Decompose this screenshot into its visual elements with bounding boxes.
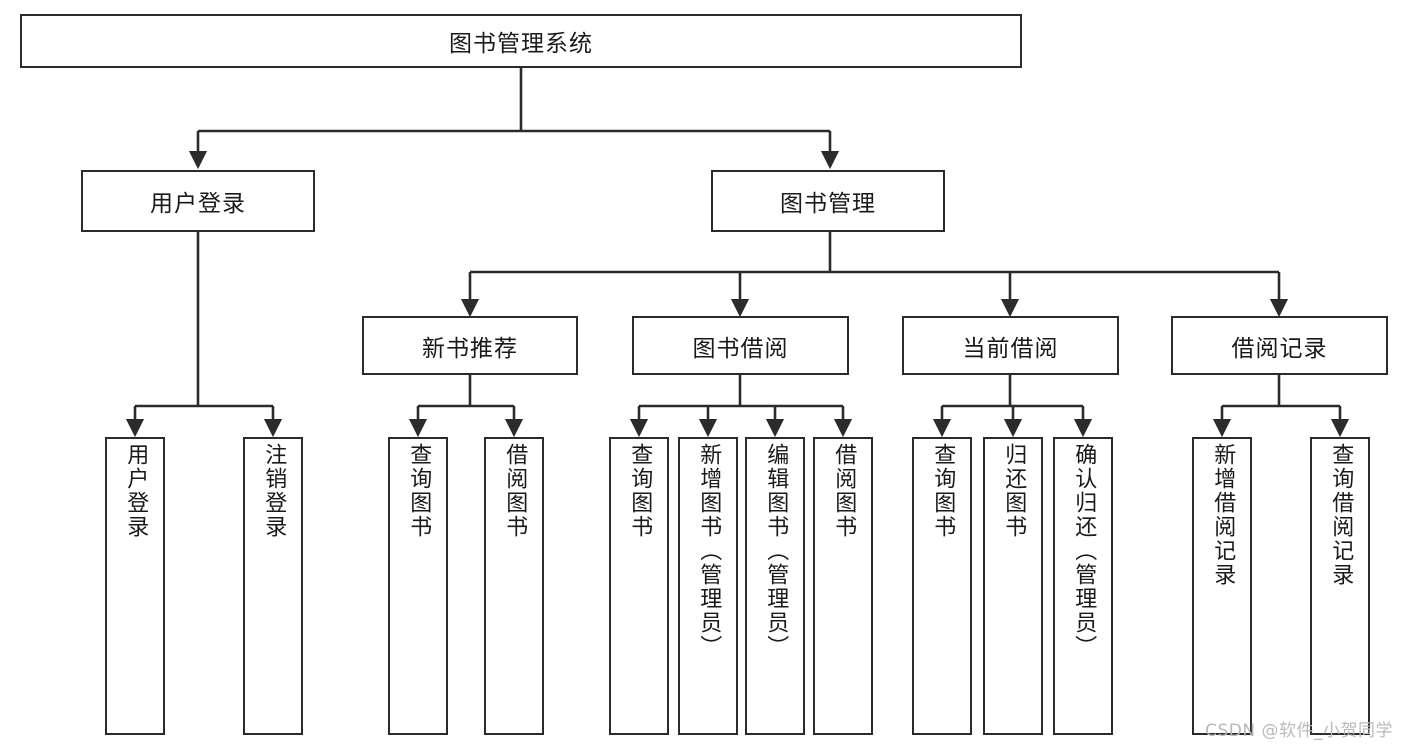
node-root[interactable]: 图书管理系统: [20, 14, 1022, 68]
node-new-book-recommend[interactable]: 新书推荐: [362, 316, 578, 375]
leaf-query-borrow-record[interactable]: 查询借阅记录: [1310, 437, 1370, 735]
watermark-text: CSDN @软件_小贺同学: [1205, 721, 1393, 741]
leaf-return-book-label: 归还图书: [1001, 443, 1027, 539]
leaf-user-logout-label: 注销登录: [261, 443, 287, 539]
leaf-current-query-book-label: 查询图书: [930, 443, 956, 539]
leaf-query-borrow-record-label: 查询借阅记录: [1328, 443, 1354, 587]
leaf-user-logout[interactable]: 注销登录: [243, 437, 303, 735]
node-user-login[interactable]: 用户登录: [81, 170, 315, 232]
node-current-borrow-label: 当前借阅: [962, 335, 1059, 362]
leaf-recommend-query-book-label: 查询图书: [406, 443, 432, 539]
leaf-recommend-borrow-book[interactable]: 借阅图书: [484, 437, 544, 735]
leaf-borrow-query-book[interactable]: 查询图书: [609, 437, 669, 735]
node-borrow-record-label: 借阅记录: [1231, 335, 1328, 362]
leaf-borrow-query-book-label: 查询图书: [627, 443, 653, 539]
node-book-management[interactable]: 图书管理: [711, 170, 945, 232]
leaf-return-book[interactable]: 归还图书: [983, 437, 1043, 735]
leaf-add-book-admin-label: 新增图书（管理员）: [696, 443, 722, 659]
leaf-current-query-book[interactable]: 查询图书: [912, 437, 972, 735]
leaf-confirm-return-admin-label: 确认归还（管理员）: [1071, 443, 1097, 659]
node-book-borrow[interactable]: 图书借阅: [632, 316, 849, 375]
node-root-label: 图书管理系统: [449, 31, 593, 57]
leaf-recommend-query-book[interactable]: 查询图书: [388, 437, 448, 735]
node-user-login-label: 用户登录: [150, 191, 246, 217]
leaf-borrow-book[interactable]: 借阅图书: [813, 437, 873, 735]
node-borrow-record[interactable]: 借阅记录: [1171, 316, 1388, 375]
node-book-management-label: 图书管理: [780, 191, 876, 217]
leaf-edit-book-admin-label: 编辑图书（管理员）: [763, 443, 789, 659]
node-new-book-recommend-label: 新书推荐: [422, 335, 518, 362]
leaf-add-book-admin[interactable]: 新增图书（管理员）: [678, 437, 738, 735]
leaf-add-borrow-record[interactable]: 新增借阅记录: [1192, 437, 1252, 735]
leaf-user-login-label: 用户登录: [123, 443, 149, 539]
node-current-borrow[interactable]: 当前借阅: [902, 316, 1119, 375]
leaf-add-borrow-record-label: 新增借阅记录: [1210, 443, 1236, 587]
leaf-edit-book-admin[interactable]: 编辑图书（管理员）: [745, 437, 805, 735]
leaf-confirm-return-admin[interactable]: 确认归还（管理员）: [1053, 437, 1113, 735]
leaf-borrow-book-label: 借阅图书: [831, 443, 857, 539]
node-book-borrow-label: 图书借阅: [692, 335, 789, 362]
leaf-user-login[interactable]: 用户登录: [105, 437, 165, 735]
leaf-recommend-borrow-book-label: 借阅图书: [502, 443, 528, 539]
